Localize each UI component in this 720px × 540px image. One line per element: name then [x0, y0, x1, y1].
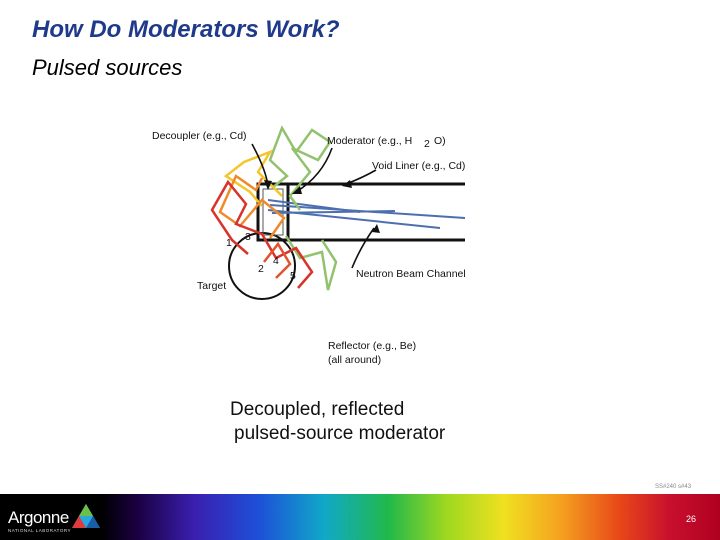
reflector-label: Reflector (e.g., Be)	[328, 340, 416, 352]
reflector-sublabel: (all around)	[328, 354, 381, 366]
neutron-path-yellow	[223, 149, 283, 207]
neutron-beams	[267, 199, 466, 229]
void-liner-label: Void Liner (e.g., Cd)	[372, 160, 465, 172]
moderator-label-end: O)	[434, 135, 446, 147]
path-number-2: 2	[258, 263, 264, 275]
path-number-4: 4	[273, 255, 279, 267]
moderator-label: Moderator (e.g., H	[327, 135, 412, 147]
logo-name: Argonne	[8, 508, 69, 527]
neutron-path-red	[210, 179, 314, 289]
neutron-path-green	[268, 125, 332, 211]
target-label: Target	[197, 280, 226, 292]
footer-gradient-bar	[0, 494, 720, 540]
caption-line-1: Decoupled, reflected	[230, 399, 405, 420]
argonne-triangle-icon	[72, 504, 100, 528]
page-number: 26	[686, 514, 697, 524]
path-number-5: 5	[290, 270, 296, 282]
slide-code: SS#240 s#43	[655, 484, 692, 490]
slide-title: How Do Moderators Work?	[32, 16, 340, 43]
neutron-path-red-short	[263, 241, 292, 279]
moderator-subscript: 2	[424, 138, 430, 150]
path-number-1: 1	[226, 237, 232, 249]
neutron-path-orange	[218, 174, 286, 239]
decoupler-label: Decoupler (e.g., Cd)	[152, 130, 247, 142]
arrow-heads	[264, 180, 380, 233]
logo-subtitle: NATIONAL LABORATORY	[8, 528, 72, 533]
slide-subtitle: Pulsed sources	[32, 55, 183, 80]
neutron-path-green-lower	[284, 235, 338, 291]
diagram-caption: Decoupled, reflected pulsed-source moder…	[230, 398, 445, 446]
moderator-diagram: Decoupler (e.g., Cd) Moderator (e.g., H …	[152, 125, 466, 366]
caption-line-2: pulsed-source moderator	[234, 423, 446, 444]
argonne-logo: Argonne NATIONAL LABORATORY	[6, 498, 106, 538]
neutron-beam-channel-label: Neutron Beam Channel	[356, 268, 466, 280]
path-number-3: 3	[245, 231, 251, 243]
